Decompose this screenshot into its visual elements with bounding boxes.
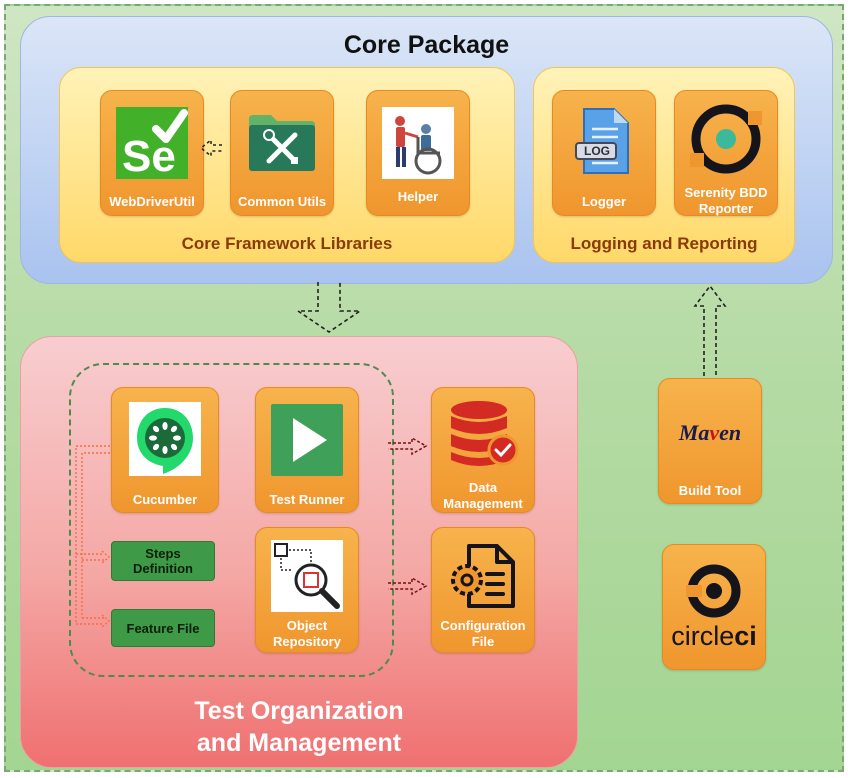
cucumber-label: Cucumber (132, 492, 198, 507)
object-repository-label-line1: Object (286, 618, 328, 633)
webdriverutil-label: WebDriverUtil (109, 194, 195, 209)
arrow-maven-to-core (693, 284, 727, 376)
logger-tile: LOG Logger (552, 90, 656, 216)
circleci-icon (686, 563, 742, 619)
helper-wheelchair-icon (382, 107, 454, 179)
test-components-dashed-group (69, 363, 394, 677)
logging-reporting-label: Logging and Reporting (570, 234, 758, 253)
configuration-file-label-line2: File (471, 634, 495, 649)
circleci-logo-text: circleci (663, 621, 765, 652)
config-file-icon (447, 540, 519, 612)
helper-label: Helper (397, 189, 439, 204)
object-search-icon (271, 540, 343, 612)
logging-reporting-group: Logging and Reporting LOG (533, 67, 795, 263)
test-organization-title: Test Organization and Management (21, 695, 577, 759)
test-runner-label: Test Runner (269, 492, 345, 507)
tools-folder-icon (247, 111, 317, 173)
core-framework-libraries-label: Core Framework Libraries (181, 234, 393, 253)
test-organization-title-line2: and Management (196, 729, 402, 757)
selenium-icon: Se (116, 107, 188, 179)
configuration-file-tile: Configuration File (431, 527, 535, 653)
helper-tile: Helper (366, 90, 470, 216)
object-repository-tile: Object Repository (255, 527, 359, 653)
test-organization-title-line1: Test Organization (194, 697, 404, 725)
core-package-title: Core Package (343, 31, 510, 59)
core-package-container: Core Package Core Framework Libraries Se… (20, 16, 833, 284)
serenity-icon (688, 101, 764, 177)
log-icon-text: LOG (584, 144, 610, 158)
object-repository-label-line2: Repository (273, 634, 341, 649)
circleci-logo-text-part2: ci (734, 621, 757, 651)
test-runner-tile: Test Runner (255, 387, 359, 513)
common-utils-label: Common Utils (237, 194, 327, 209)
steps-definition-line2: Definition (133, 561, 193, 576)
configuration-file-label-line1: Configuration (440, 618, 526, 633)
play-icon (271, 404, 343, 476)
steps-definition-chip: Steps Definition (111, 541, 215, 581)
diagram-canvas: Core Package Core Framework Libraries Se… (4, 4, 844, 772)
data-management-label-line2: Management (443, 496, 523, 511)
data-management-tile: Data Management (431, 387, 535, 513)
serenity-label-line2: Reporter (698, 201, 754, 216)
cucumber-tile: Cucumber (111, 387, 219, 513)
serenity-bdd-reporter-tile: Serenity BDD Reporter (674, 90, 778, 216)
maven-logo-text-part1: Ma (678, 420, 710, 445)
database-check-icon (443, 398, 523, 474)
common-utils-tile: Common Utils (230, 90, 334, 216)
arrow-core-to-test-organization (295, 282, 363, 333)
steps-definition-line1: Steps (145, 546, 181, 561)
webdriverutil-tile: Se WebDriverUtil (100, 90, 204, 216)
maven-logo-text-part2: v (709, 420, 720, 445)
logger-label: Logger (581, 194, 627, 209)
cucumber-icon (129, 402, 201, 476)
circleci-logo-text-part1: circle (671, 621, 735, 651)
test-organization-container: Cucumber Test Runner (20, 336, 578, 768)
serenity-label-line1: Serenity BDD (684, 185, 768, 200)
log-file-icon: LOG (574, 107, 634, 177)
circleci-tile: circleci (662, 544, 766, 670)
maven-logo-text-part3: en (719, 420, 742, 445)
core-framework-libraries-group: Core Framework Libraries Se WebDriverUti… (59, 67, 515, 263)
build-tool-label: Build Tool (678, 483, 742, 498)
data-management-label-line1: Data (468, 480, 498, 495)
feature-file-chip: Feature File (111, 609, 215, 647)
